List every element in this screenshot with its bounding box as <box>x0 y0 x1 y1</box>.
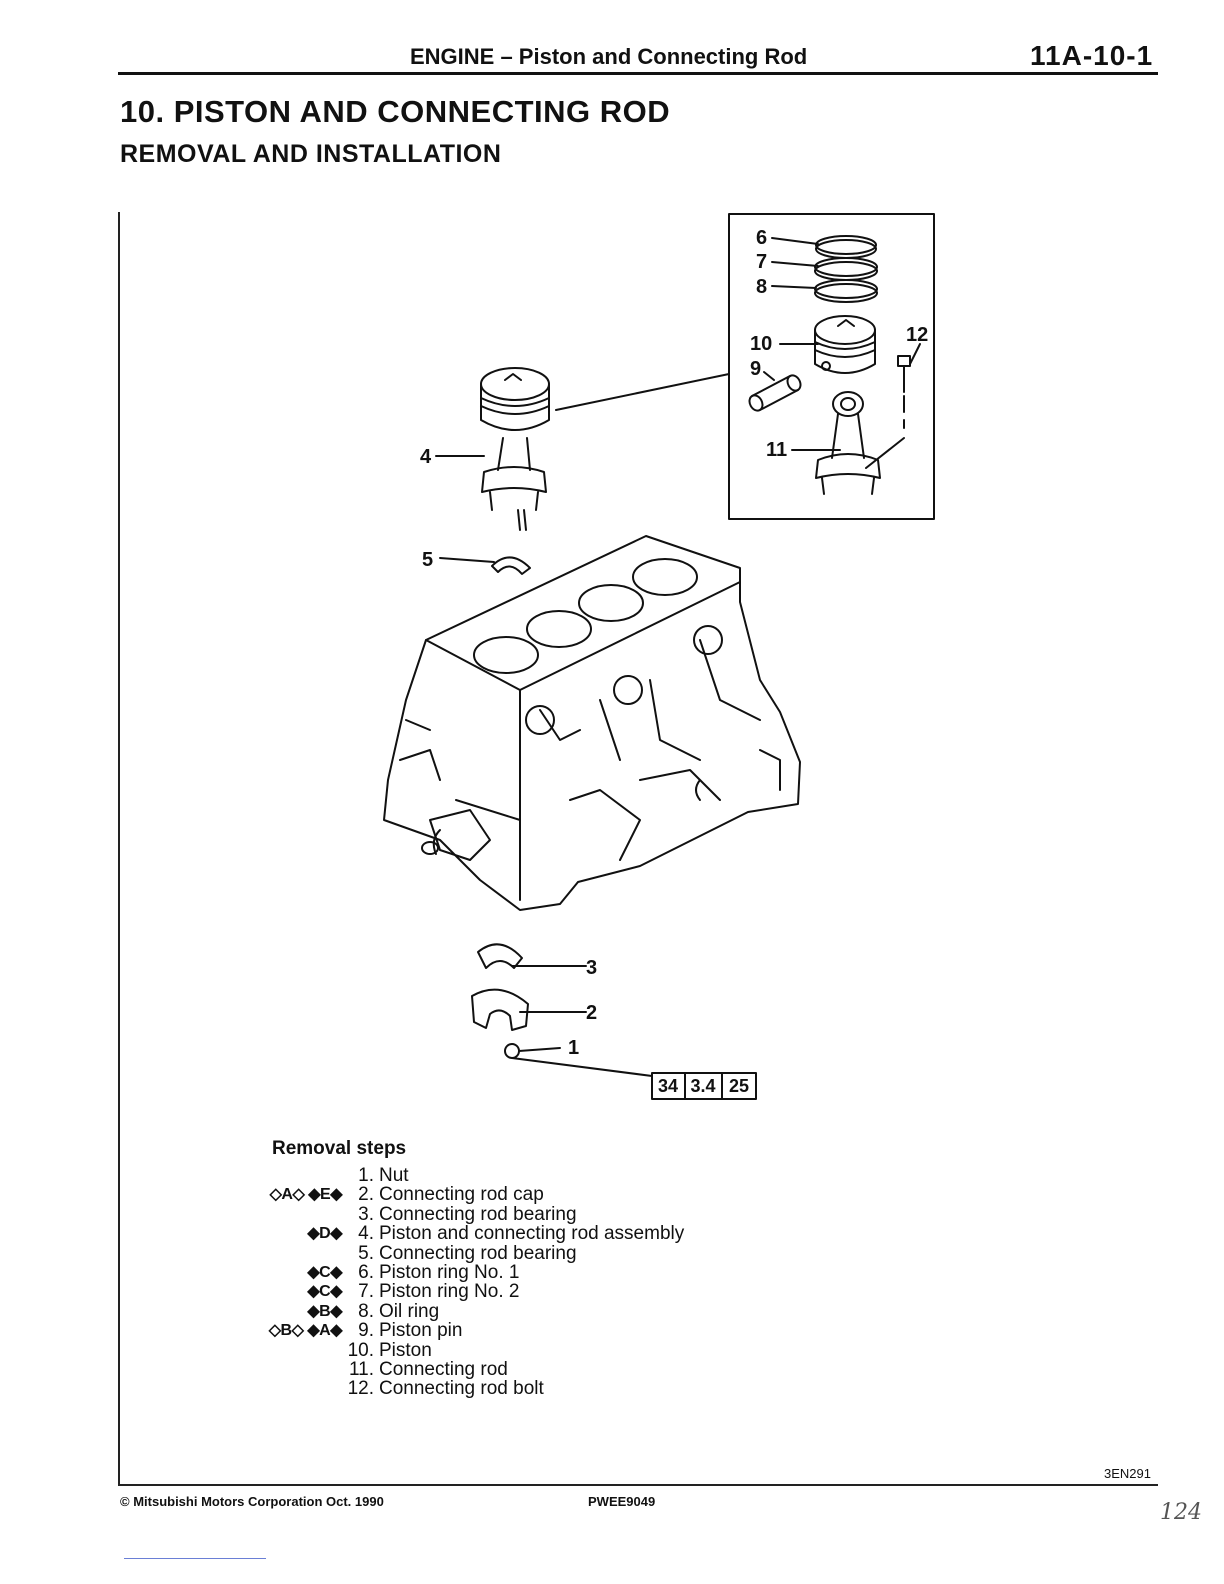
connecting-rod-bolt-illustration <box>897 355 911 429</box>
upper-bearing-illustration <box>491 556 531 575</box>
page-code: 11A-10-1 <box>1030 40 1154 71</box>
callout-3: 3 <box>586 957 597 979</box>
step-number: 9. <box>358 1320 374 1342</box>
removal-step: ◆C◆ 6.Piston ring No. 1 <box>0 1263 700 1283</box>
lower-bearing-illustration <box>477 943 523 969</box>
figure-frame-bottom <box>118 1484 1158 1486</box>
section-subtitle: REMOVAL AND INSTALLATION <box>120 140 502 168</box>
callout-9: 9 <box>750 358 761 380</box>
step-label: Connecting rod bearing <box>379 1203 577 1225</box>
callout-12: 12 <box>906 324 928 346</box>
callout-8: 8 <box>756 276 767 298</box>
blue-underline <box>124 1558 266 1559</box>
step-label: Piston ring No. 1 <box>379 1262 520 1283</box>
detail-box <box>728 213 935 520</box>
service-marks: ◆D◆ <box>307 1225 342 1243</box>
step-label: Piston and connecting rod assembly <box>379 1223 685 1245</box>
removal-step: 1.Nut <box>0 1166 700 1186</box>
removal-step: 12.Connecting rod bolt <box>0 1379 700 1399</box>
step-number: 1. <box>358 1165 374 1186</box>
step-number: 7. <box>358 1281 374 1303</box>
step-number: 3. <box>358 1203 374 1225</box>
step-label: Connecting rod cap <box>379 1184 544 1206</box>
figure-code: 3EN291 <box>1104 1466 1151 1481</box>
removal-step: ◆D◆ 4.Piston and connecting rod assembly <box>0 1224 700 1244</box>
step-number: 4. <box>358 1223 374 1245</box>
step-number: 12. <box>347 1378 374 1400</box>
step-label: Nut <box>379 1165 409 1186</box>
exploded-view-diagram: 1 2 3 4 5 6 7 8 9 10 11 12 34 3.4 25 <box>383 213 935 1100</box>
step-label: Connecting rod bearing <box>379 1242 577 1264</box>
removal-steps-title: Removal steps <box>272 1138 407 1159</box>
removal-step: 5.Connecting rod bearing <box>0 1244 700 1264</box>
service-marks: ◆B◆ <box>307 1302 342 1320</box>
step-number: 8. <box>358 1300 374 1322</box>
connecting-rod-illustration <box>815 391 905 495</box>
nut-illustration <box>504 1043 520 1059</box>
footer-copyright: © Mitsubishi Motors Corporation Oct. 199… <box>120 1494 384 1509</box>
step-label: Connecting rod <box>379 1359 508 1380</box>
step-number: 2. <box>358 1184 374 1206</box>
service-marks: ◇B◇ ◆A◆ <box>268 1322 343 1340</box>
callout-7: 7 <box>756 251 767 273</box>
section-title: 10. PISTON AND CONNECTING ROD <box>120 94 671 129</box>
piston-illustration <box>814 315 876 374</box>
step-label: Piston ring No. 2 <box>379 1281 520 1303</box>
piston-pin-illustration <box>748 374 802 412</box>
connecting-rod-cap-illustration <box>471 988 529 1031</box>
removal-step: 10.Piston <box>0 1341 700 1361</box>
footer-publication-code: PWEE9049 <box>588 1494 656 1509</box>
torque-spec-box <box>651 1072 757 1100</box>
service-marks: ◆C◆ <box>307 1283 342 1301</box>
step-number: 5. <box>358 1242 374 1264</box>
handwritten-page-note: 124 <box>1160 1500 1202 1525</box>
callout-10: 10 <box>750 333 772 355</box>
torque-ftlbs: 25 <box>729 1076 749 1096</box>
callout-2: 2 <box>586 1002 597 1024</box>
removal-step: ◆B◆ 8.Oil ring <box>0 1302 700 1322</box>
step-number: 11. <box>348 1359 374 1380</box>
torque-nm: 34 <box>658 1076 678 1096</box>
service-marks: ◆C◆ <box>307 1264 342 1281</box>
removal-step: ◆C◆ 7.Piston ring No. 2 <box>0 1282 700 1302</box>
callout-4: 4 <box>420 446 432 468</box>
removal-step: 11.Connecting rod <box>0 1360 700 1380</box>
step-label: Piston pin <box>379 1320 463 1342</box>
figure-frame-left <box>118 212 120 1484</box>
removal-step: ◇A◇ ◆E◆ 2.Connecting rod cap <box>0 1185 700 1205</box>
service-marks: ◇A◇ ◆E◆ <box>269 1186 343 1204</box>
removal-step: 3.Connecting rod bearing <box>0 1205 700 1225</box>
callout-6: 6 <box>756 227 767 249</box>
step-number: 10. <box>347 1339 374 1361</box>
piston-rings-illustration <box>814 235 878 303</box>
callout-1: 1 <box>568 1037 579 1059</box>
step-label: Oil ring <box>379 1300 440 1322</box>
header-title: ENGINE – Piston and Connecting Rod <box>410 44 808 69</box>
callout-5: 5 <box>422 549 433 571</box>
piston-rod-assembly-illustration <box>480 367 550 531</box>
removal-step: ◇B◇ ◆A◆ 9.Piston pin <box>0 1321 700 1341</box>
callout-11: 11 <box>766 439 787 461</box>
step-label: Connecting rod bolt <box>379 1378 544 1400</box>
step-number: 6. <box>358 1262 374 1283</box>
header-rule <box>118 72 1158 75</box>
cylinder-block-illustration <box>383 535 801 911</box>
step-label: Piston <box>379 1339 432 1361</box>
torque-kgm: 3.4 <box>690 1076 715 1096</box>
